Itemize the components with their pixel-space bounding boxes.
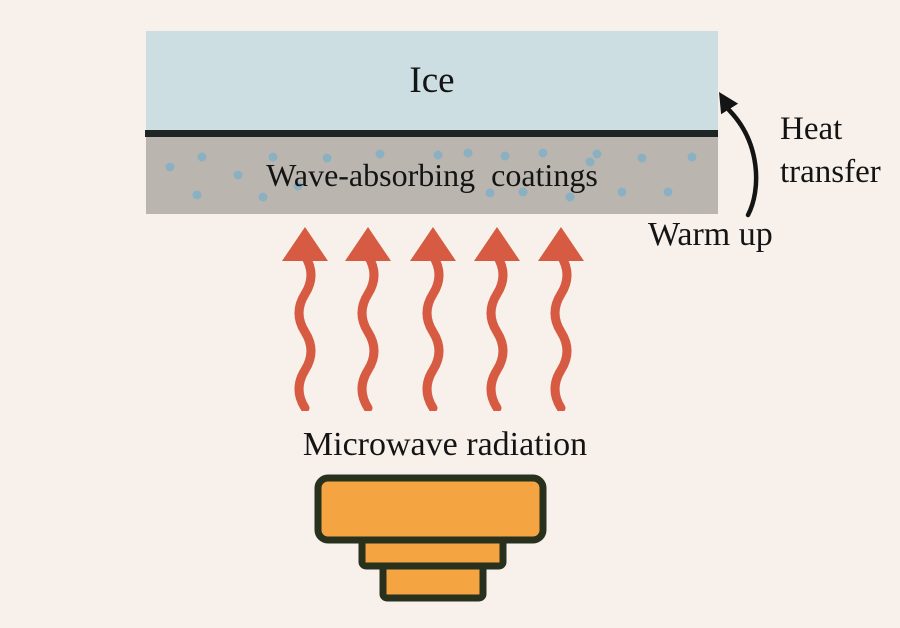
particle-dot — [233, 170, 243, 180]
warm-up-label: Warm up — [648, 216, 773, 253]
ice-label: Ice — [409, 60, 455, 101]
coating-layer: Wave-absorbing coatings — [146, 137, 718, 214]
particle-dot — [192, 190, 202, 200]
particle-dot — [617, 187, 627, 197]
particle-dot — [687, 152, 697, 162]
particle-dot — [637, 153, 647, 163]
microwave-wave-arrow — [538, 227, 584, 411]
particle-dot — [433, 150, 443, 160]
particle-dot — [165, 162, 175, 172]
microwave-wave-arrow — [345, 227, 391, 411]
microwave-emitter — [314, 474, 547, 602]
particle-dot — [538, 148, 548, 158]
ice-coating-interface-line — [145, 130, 718, 137]
particle-dot — [485, 188, 495, 198]
particle-dot — [268, 152, 278, 162]
microwave-wave-arrow — [282, 227, 328, 411]
particle-dot — [585, 157, 595, 167]
particle-dot — [375, 149, 385, 159]
ice-layer: Ice — [146, 31, 718, 130]
particle-dot — [322, 153, 332, 163]
microwave-radiation-label: Microwave radiation — [302, 426, 588, 463]
particle-dot — [258, 192, 268, 202]
heat-transfer-label: Heat transfer — [780, 111, 881, 190]
particle-dot — [463, 148, 473, 158]
microwave-wave-arrow — [410, 227, 456, 411]
particle-dot — [293, 181, 303, 191]
particle-dot — [518, 187, 528, 197]
coating-label: Wave-absorbing coatings — [266, 157, 598, 193]
emitter-tier-top — [314, 474, 547, 544]
particle-dot — [565, 192, 575, 202]
microwave-wave-arrow — [474, 227, 520, 411]
particle-dot — [663, 187, 673, 197]
particle-dot — [500, 151, 510, 161]
heat-transfer-arrow — [719, 92, 759, 218]
particle-dot — [592, 149, 602, 159]
particle-dot — [197, 152, 207, 162]
